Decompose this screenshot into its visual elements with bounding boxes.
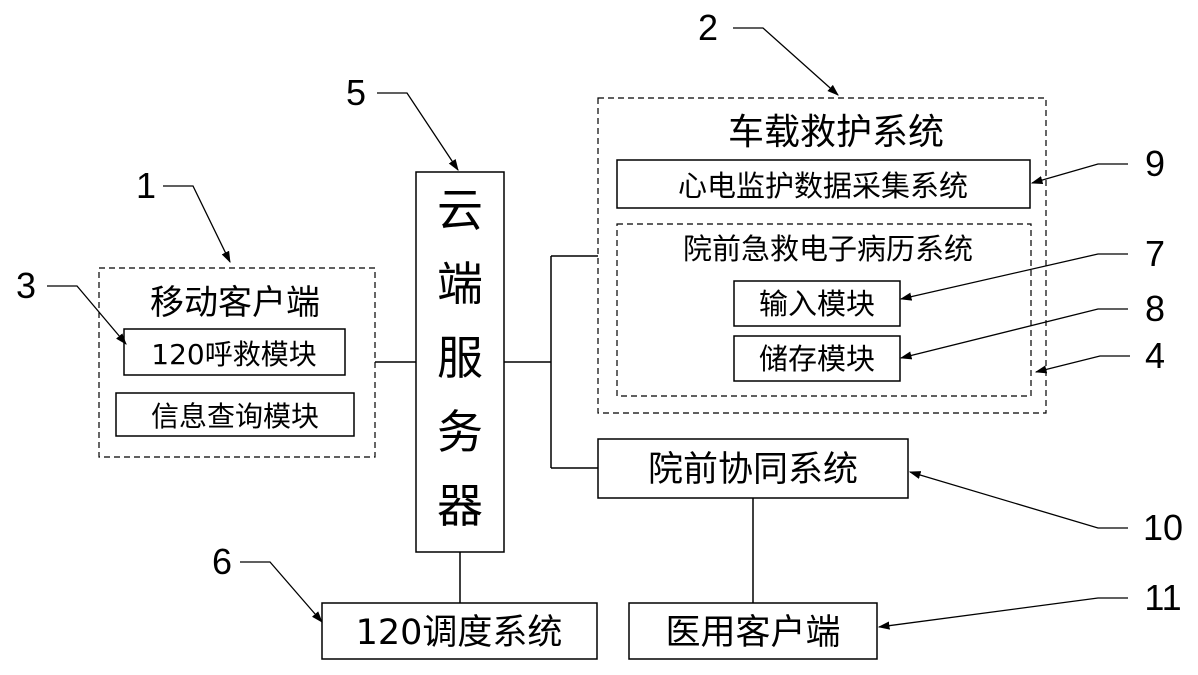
callout-8: 8 xyxy=(1145,288,1165,329)
cloud-server-char-2: 端 xyxy=(437,257,483,311)
dispatch-label: 120调度系统 xyxy=(356,613,563,653)
callout-10: 10 xyxy=(1143,507,1183,548)
leader-8 xyxy=(901,309,1128,358)
cloud-server-char-5: 器 xyxy=(437,479,483,533)
ambulance-system-title: 车载救护系统 xyxy=(728,112,944,153)
callout-1: 1 xyxy=(136,165,156,206)
mobile-client-title: 移动客户端 xyxy=(150,283,320,323)
callout-3: 3 xyxy=(16,265,36,306)
prehospital-coop-label: 院前协同系统 xyxy=(648,450,858,490)
medical-client-label: 医用客户端 xyxy=(665,613,840,653)
callout-4: 4 xyxy=(1145,335,1165,376)
callout-11: 11 xyxy=(1144,577,1181,618)
callout-9: 9 xyxy=(1145,143,1165,184)
leader-4 xyxy=(1036,356,1130,372)
callout-7: 7 xyxy=(1145,233,1165,274)
leader-3 xyxy=(47,286,126,344)
cloud-server-char-3: 服 xyxy=(437,331,483,385)
sos-module-label: 120呼救模块 xyxy=(151,338,316,371)
leader-5 xyxy=(377,93,458,170)
emr-system-title: 院前急救电子病历系统 xyxy=(683,232,973,266)
callout-leaders xyxy=(47,28,1130,627)
storage-module-label: 储存模块 xyxy=(759,342,875,376)
ambulance-system-group: 车载救护系统 心电监护数据采集系统 院前急救电子病历系统 输入模块 储存模块 xyxy=(598,98,1046,413)
callout-5: 5 xyxy=(346,72,366,113)
leader-6 xyxy=(240,562,322,622)
mobile-client-group: 移动客户端 120呼救模块 信息查询模块 xyxy=(99,268,375,457)
leader-1 xyxy=(163,186,230,262)
cloud-server-char-4: 务 xyxy=(437,405,483,459)
leader-11 xyxy=(879,598,1128,627)
query-module-label: 信息查询模块 xyxy=(151,400,319,433)
cloud-server-group: 云 端 服 务 器 xyxy=(416,172,504,552)
leader-2 xyxy=(733,28,838,95)
callout-6: 6 xyxy=(212,541,232,582)
cloud-server-char-1: 云 xyxy=(437,183,483,237)
callout-2: 2 xyxy=(698,7,718,48)
ecg-system-label: 心电监护数据采集系统 xyxy=(678,169,968,203)
input-module-label: 输入模块 xyxy=(759,287,875,321)
connectors xyxy=(375,256,753,603)
leader-10 xyxy=(910,472,1128,528)
